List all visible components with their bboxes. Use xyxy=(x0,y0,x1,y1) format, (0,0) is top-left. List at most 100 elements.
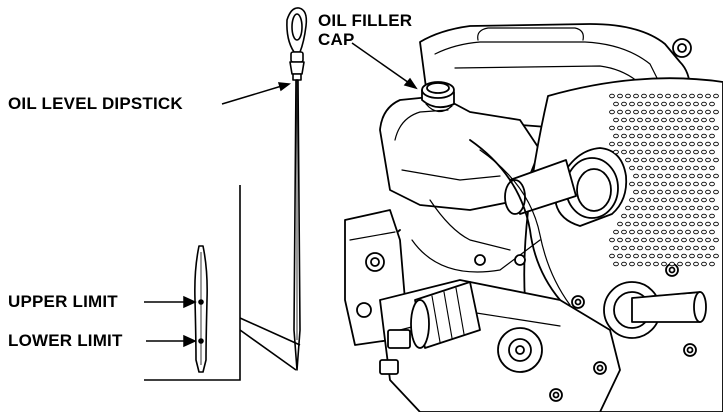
perforation-hole xyxy=(701,197,707,203)
perforation-hole xyxy=(645,261,651,267)
perforation-hole xyxy=(685,133,691,139)
perforation-hole xyxy=(677,261,683,267)
perforation-hole xyxy=(633,125,639,131)
perforation-hole xyxy=(705,237,711,243)
perforation-hole xyxy=(629,197,635,203)
perforation-hole xyxy=(645,245,651,251)
perforation-hole xyxy=(681,141,687,147)
perforation-hole xyxy=(629,229,635,235)
perforation-hole xyxy=(709,181,715,187)
perforation-hole xyxy=(701,229,707,235)
upper-limit-label: UPPER LIMIT xyxy=(8,292,118,311)
perforation-hole xyxy=(637,245,643,251)
perforation-hole xyxy=(657,205,663,211)
perforation-hole xyxy=(633,205,639,211)
perforation-hole xyxy=(689,173,695,179)
perforation-hole xyxy=(617,237,623,243)
perforation-hole xyxy=(709,133,715,139)
perforation-hole xyxy=(649,125,655,131)
perforation-hole xyxy=(653,181,659,187)
perforation-hole xyxy=(665,173,671,179)
perforation-hole xyxy=(693,165,699,171)
lower-limit-label: LOWER LIMIT xyxy=(8,331,123,350)
perforation-hole xyxy=(705,141,711,147)
perforation-hole xyxy=(637,133,643,139)
perforation-hole xyxy=(669,229,675,235)
perforation-hole xyxy=(665,237,671,243)
perforation-hole xyxy=(697,253,703,259)
perforation-hole xyxy=(685,213,691,219)
perforation-hole xyxy=(653,213,659,219)
perforation-hole xyxy=(649,141,655,147)
perforation-hole xyxy=(681,125,687,131)
perforation-hole xyxy=(705,173,711,179)
perforation-hole xyxy=(681,93,687,99)
perforation-hole xyxy=(681,205,687,211)
perforation-hole xyxy=(617,141,623,147)
perforation-hole xyxy=(677,229,683,235)
perforation-hole xyxy=(693,133,699,139)
perforation-hole xyxy=(641,125,647,131)
perforation-hole xyxy=(649,253,655,259)
perforation-hole xyxy=(685,245,691,251)
perforation-hole xyxy=(649,189,655,195)
perforation-hole xyxy=(681,109,687,115)
perforation-hole xyxy=(617,253,623,259)
perforation-hole xyxy=(621,229,627,235)
perforation-hole xyxy=(669,245,675,251)
perforation-hole xyxy=(697,173,703,179)
perforation-hole xyxy=(625,237,631,243)
perforation-hole xyxy=(641,205,647,211)
perforation-hole xyxy=(609,237,615,243)
perforation-hole xyxy=(705,157,711,163)
perforation-hole xyxy=(653,229,659,235)
perforation-hole xyxy=(637,261,643,267)
perforation-hole xyxy=(653,117,659,123)
perforation-hole xyxy=(685,165,691,171)
perforation-hole xyxy=(641,141,647,147)
perforation-hole xyxy=(673,157,679,163)
perforation-hole xyxy=(689,221,695,227)
perforation-hole xyxy=(673,93,679,99)
perforation-hole xyxy=(629,101,635,107)
perforation-hole xyxy=(633,93,639,99)
leader-lines xyxy=(144,42,418,348)
perforation-hole xyxy=(689,109,695,115)
perforation-hole xyxy=(677,165,683,171)
perforation-hole xyxy=(677,213,683,219)
perforation-hole xyxy=(685,101,691,107)
perforation-hole xyxy=(645,197,651,203)
perforation-hole xyxy=(681,157,687,163)
perforation-hole xyxy=(645,181,651,187)
perforation-hole xyxy=(677,133,683,139)
perforation-hole xyxy=(673,125,679,131)
perforation-hole xyxy=(645,101,651,107)
perforation-hole xyxy=(621,149,627,155)
perforation-hole xyxy=(709,261,715,267)
perforation-hole xyxy=(709,117,715,123)
perforation-hole xyxy=(665,189,671,195)
perforation-hole xyxy=(629,213,635,219)
dipstick-detail xyxy=(194,245,208,373)
perforation-hole xyxy=(693,149,699,155)
perforation-hole xyxy=(665,253,671,259)
perforation-hole xyxy=(657,157,663,163)
perforation-hole xyxy=(713,141,719,147)
perforation-hole xyxy=(613,133,619,139)
perforation-hole xyxy=(713,189,719,195)
perforation-hole xyxy=(669,213,675,219)
perforation-hole xyxy=(649,173,655,179)
perforation-hole xyxy=(677,197,683,203)
oil-filler-cap xyxy=(421,81,455,113)
perforation-hole xyxy=(609,93,615,99)
perforation-hole xyxy=(645,213,651,219)
perforation-hole xyxy=(673,141,679,147)
perforation-hole xyxy=(629,165,635,171)
perforation-hole xyxy=(669,117,675,123)
oil-level-dipstick-label: OIL LEVEL DIPSTICK xyxy=(8,94,183,113)
perforation-hole xyxy=(637,197,643,203)
perforation-hole xyxy=(661,133,667,139)
perforation-hole xyxy=(633,253,639,259)
perforation-hole xyxy=(657,173,663,179)
